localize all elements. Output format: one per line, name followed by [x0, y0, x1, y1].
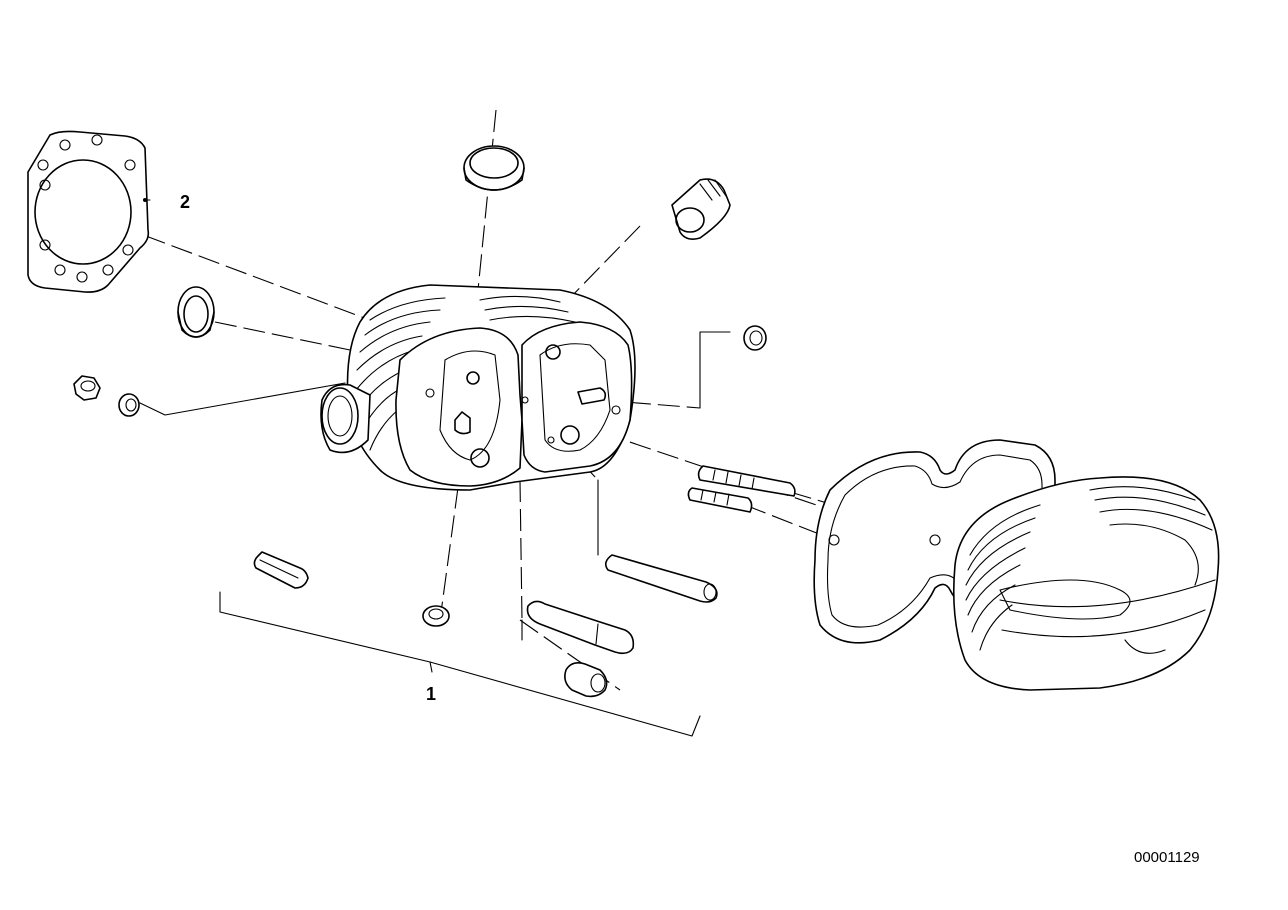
bolt-icon	[526, 600, 635, 655]
callout-part-1: 1	[426, 684, 436, 704]
dowel-pin-icon	[253, 551, 309, 589]
spring-washer-icon	[422, 605, 450, 627]
valve-cover-icon	[953, 476, 1220, 691]
gasket-icon	[27, 130, 150, 293]
part-1-bracket	[219, 591, 701, 737]
callout-part-2: 2	[180, 192, 190, 212]
valve-seat-ring-icon	[463, 145, 525, 191]
callout-dot	[143, 198, 147, 202]
circlip-icon	[743, 325, 767, 351]
washer-icon	[118, 393, 140, 417]
diagram-number: 00001129	[1134, 849, 1200, 866]
stud-icon	[687, 465, 796, 513]
rocker-shaft-icon	[604, 554, 718, 603]
cylinder-head-icon	[320, 284, 636, 491]
seat-ring-icon	[177, 286, 215, 338]
nut-sleeve-icon	[564, 662, 608, 698]
valve-guide-icon	[671, 178, 731, 240]
leader-lines	[129, 199, 731, 641]
nut-icon	[73, 375, 101, 401]
